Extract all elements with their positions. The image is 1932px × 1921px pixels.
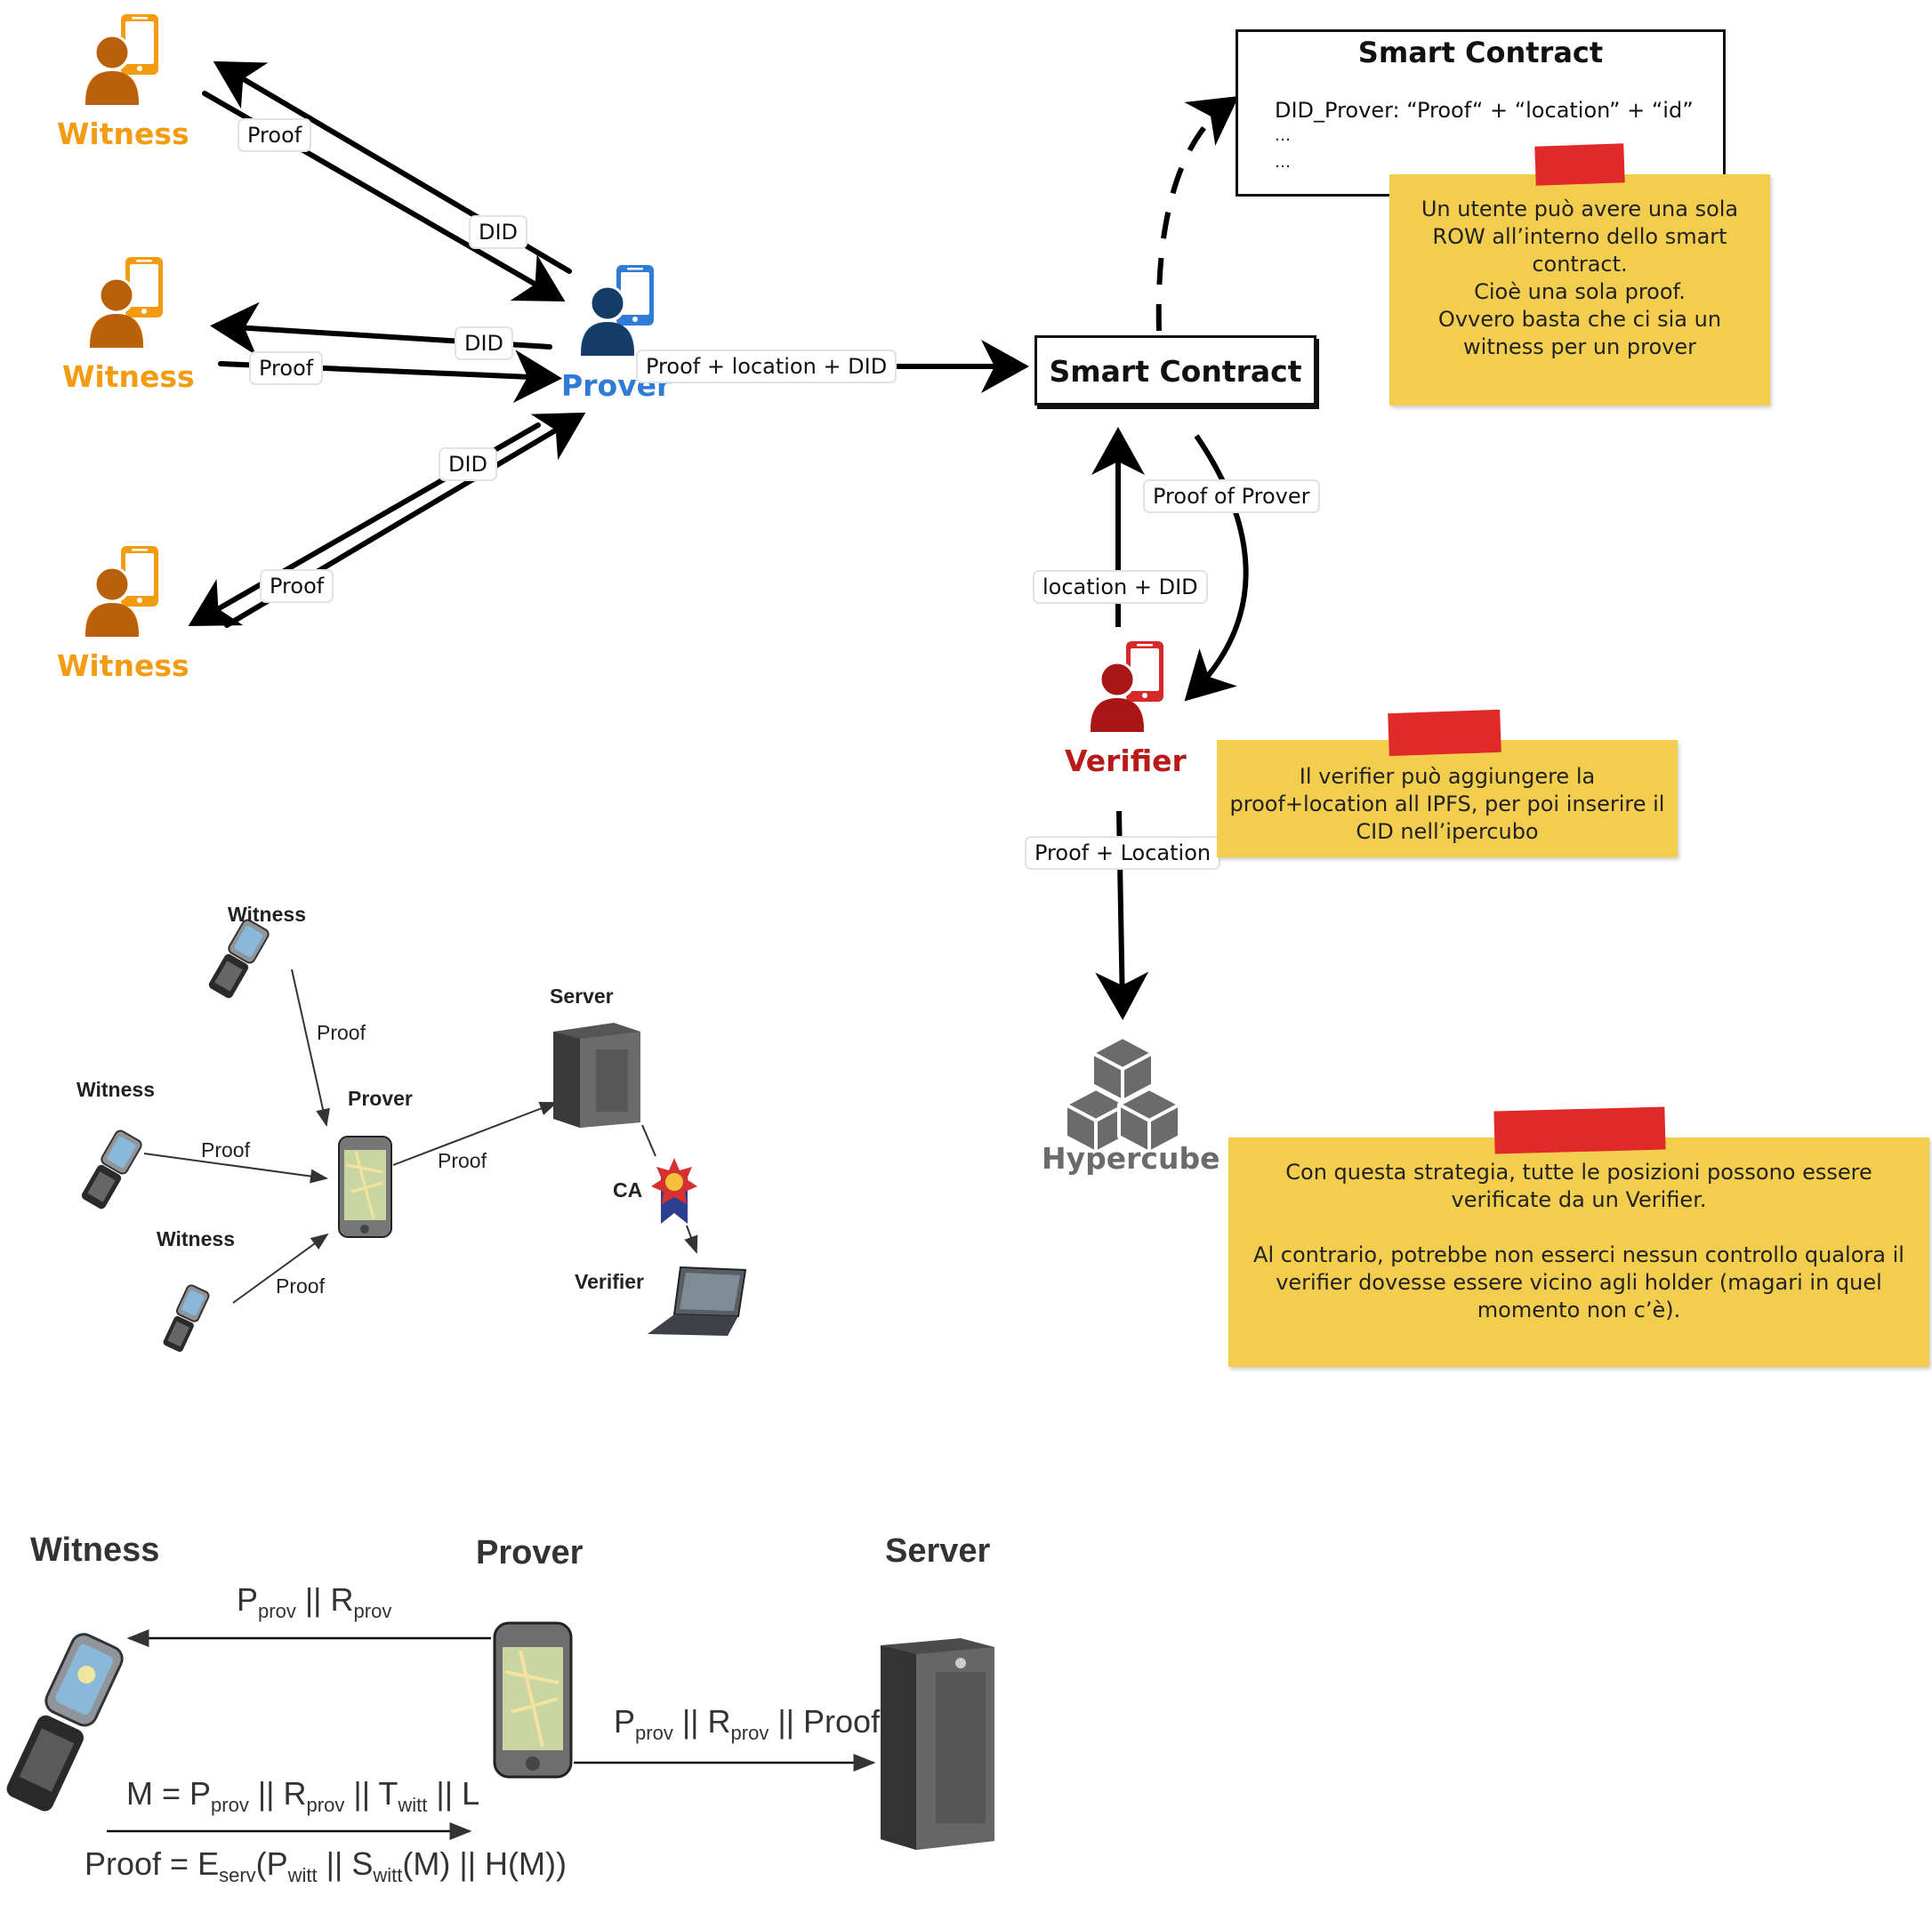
edge-label-location-did: location + DID bbox=[1033, 570, 1208, 604]
fig1-smartphone-icon bbox=[338, 1136, 392, 1238]
fig1-ca-seal-icon bbox=[651, 1158, 697, 1224]
fig1-flip-phone-top-icon bbox=[208, 919, 270, 999]
fig1-ca-label: CA bbox=[613, 1178, 643, 1202]
figure1-arrows bbox=[143, 969, 698, 1304]
hypercube-icon bbox=[1064, 1035, 1181, 1154]
edge-label-w1-did: DID bbox=[469, 215, 528, 249]
sticky-note-1-tape bbox=[1534, 143, 1625, 186]
fig1-server-label: Server bbox=[550, 985, 614, 1008]
edge-label-w3-did: DID bbox=[439, 447, 498, 481]
fig2-formula-proof: Proof = Eserv(Pwitt || Switt(M) || H(M)) bbox=[85, 1845, 567, 1887]
fig1-prover-label: Prover bbox=[348, 1087, 413, 1110]
edge-label-w1-proof: Proof bbox=[237, 118, 312, 152]
witness-3-label: Witness bbox=[57, 648, 189, 683]
smart-contract-row: DID_Prover: “Proof“ + “location” + “id” bbox=[1275, 98, 1694, 123]
sc-detail-dashed-arrow bbox=[1155, 96, 1239, 332]
edge-label-w2-did: DID bbox=[455, 326, 514, 360]
fig1-witness-top-label: Witness bbox=[228, 903, 306, 926]
fig2-formula-m: M = Pprov || Rprov || Twitt || L bbox=[126, 1775, 480, 1817]
sc-to-verifier-arrow bbox=[1184, 434, 1249, 702]
fig2-smartphone-icon bbox=[493, 1621, 573, 1779]
fig2-flip-phone-icon bbox=[6, 1633, 124, 1812]
smart-contract-label: Smart Contract bbox=[1049, 354, 1302, 389]
fig1-flip-phone-bot-icon bbox=[163, 1284, 210, 1353]
sticky-note-1: Un utente può avere una sola ROW all’int… bbox=[1389, 174, 1770, 406]
sticky-note-3-tape bbox=[1493, 1106, 1666, 1154]
smart-contract-ellipsis-1: … bbox=[1275, 126, 1291, 145]
fig1-witness-bot-label: Witness bbox=[157, 1227, 235, 1250]
fig1-flip-phone-mid-icon bbox=[81, 1129, 142, 1210]
fig2-witness-heading: Witness bbox=[30, 1531, 160, 1569]
fig1-proof-label-1: Proof bbox=[317, 1021, 366, 1044]
fig2-server-heading: Server bbox=[885, 1532, 991, 1570]
fig1-proof-label-3: Proof bbox=[276, 1274, 325, 1298]
witness-1-label: Witness bbox=[57, 117, 189, 151]
smart-contract-ellipsis-2: … bbox=[1275, 153, 1291, 172]
fig1-witness-mid-label: Witness bbox=[76, 1078, 155, 1101]
hypercube-label: Hypercube bbox=[1042, 1141, 1220, 1176]
figure2-arrows bbox=[107, 1629, 876, 1840]
fig1-proof-label-4: Proof bbox=[438, 1149, 487, 1172]
person-overlays bbox=[85, 34, 1144, 732]
verifier-label: Verifier bbox=[1065, 743, 1187, 778]
edge-label-w2-proof: Proof bbox=[249, 351, 324, 385]
sticky-note-2: Il verifier può aggiungere la proof+loca… bbox=[1217, 740, 1678, 857]
fig1-verifier-label: Verifier bbox=[575, 1270, 644, 1293]
fig2-server-icon bbox=[881, 1638, 994, 1850]
w1-prover-arrows bbox=[202, 60, 572, 301]
fig1-laptop-icon bbox=[648, 1266, 747, 1336]
smart-contract-detail-box: Smart Contract DID_Prover: “Proof“ + “lo… bbox=[1236, 29, 1726, 197]
edge-label-proof-of-prover: Proof of Prover bbox=[1143, 479, 1320, 513]
fig2-formula-pprov-rprov: Pprov || Rprov bbox=[237, 1581, 392, 1623]
smart-contract-detail-title: Smart Contract bbox=[1357, 36, 1604, 69]
edge-label-prover-to-sc: Proof + location + DID bbox=[636, 350, 898, 383]
fig1-server-icon bbox=[553, 1023, 640, 1128]
sticky-note-3: Con questa strategia, tutte le posizioni… bbox=[1228, 1137, 1929, 1367]
fig2-formula-to-server: Pprov || Rprov || Proof bbox=[614, 1703, 881, 1745]
w3-prover-arrows bbox=[188, 412, 586, 628]
edge-label-proof-location: Proof + Location bbox=[1025, 836, 1221, 870]
witness-2-label: Witness bbox=[62, 359, 195, 394]
smart-contract-box: Smart Contract bbox=[1034, 335, 1316, 406]
sticky-note-2-tape bbox=[1388, 709, 1501, 757]
fig2-prover-heading: Prover bbox=[476, 1534, 584, 1571]
edge-label-w3-proof: Proof bbox=[260, 569, 334, 603]
fig1-proof-label-2: Proof bbox=[201, 1138, 250, 1161]
